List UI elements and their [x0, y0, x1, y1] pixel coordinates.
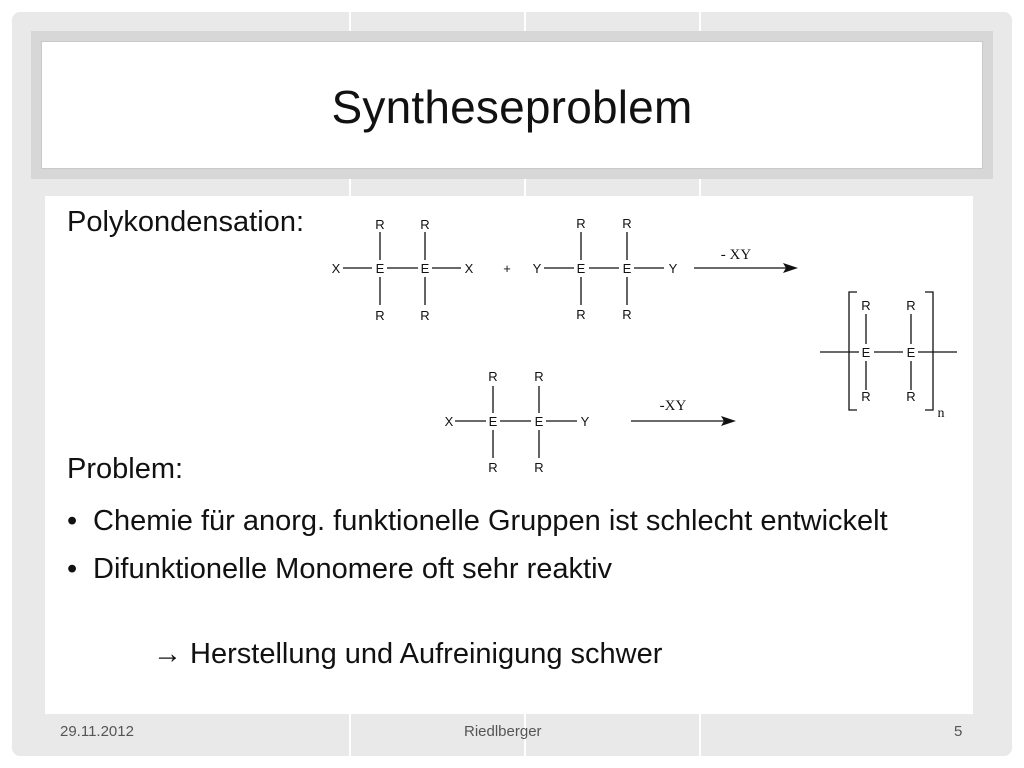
bullet-text: Difunktionelle Monomere oft sehr reaktiv: [93, 553, 613, 585]
arrow-heads: [721, 263, 798, 426]
section-label-polykondensation: Polykondensation:: [67, 206, 304, 238]
atom-r: R: [576, 307, 585, 322]
arrow-label-2: -XY: [660, 398, 687, 414]
atom-r: R: [420, 217, 429, 232]
atom-e: E: [862, 345, 871, 360]
arrow-head: [783, 263, 798, 273]
footer-page-number: 5: [954, 723, 963, 740]
repeat-index: n: [938, 406, 945, 421]
atom-r: R: [534, 460, 543, 475]
bullet-item: • Chemie für anorg. funktionelle Gruppen…: [67, 502, 957, 541]
section-label-problem: Problem:: [67, 453, 184, 485]
reaction-bonds: [343, 232, 957, 458]
bullet-text: Chemie für anorg. funktionelle Gruppen i…: [93, 505, 888, 537]
atom-r: R: [488, 460, 497, 475]
atom-y: Y: [669, 261, 678, 276]
atom-r: R: [622, 307, 631, 322]
atom-r: R: [622, 216, 631, 231]
atom-y: Y: [581, 414, 590, 429]
bullet-dot: •: [67, 505, 78, 537]
atom-e: E: [907, 345, 916, 360]
consequence-line: → Herstellung und Aufreinigung schwer: [153, 638, 663, 670]
bullet-dot: •: [67, 553, 78, 585]
atom-r: R: [488, 369, 497, 384]
atom-r: R: [375, 308, 384, 323]
atom-r: R: [420, 308, 429, 323]
slide-content: Polykondensation: Problem: • Chemie für …: [45, 196, 973, 714]
atom-e: E: [535, 414, 544, 429]
atom-x: X: [465, 261, 474, 276]
atom-r: R: [906, 298, 915, 313]
title-inner: Syntheseproblem: [41, 41, 983, 169]
atom-e: E: [376, 261, 385, 276]
atom-r: R: [861, 389, 870, 404]
title-box: Syntheseproblem: [31, 31, 993, 179]
atom-x: X: [445, 414, 454, 429]
atom-y: Y: [533, 261, 542, 276]
reaction-labels: R R X E E X R R + R R Y E E Y R R R R E …: [332, 216, 916, 475]
atom-r: R: [861, 298, 870, 313]
atom-e: E: [623, 261, 632, 276]
footer-date: 29.11.2012: [60, 723, 134, 740]
atom-r: R: [375, 217, 384, 232]
atom-r: R: [534, 369, 543, 384]
atom-e: E: [577, 261, 586, 276]
atom-x: X: [332, 261, 341, 276]
atom-r: R: [906, 389, 915, 404]
atom-r: R: [576, 216, 585, 231]
atom-e: E: [489, 414, 498, 429]
bullet-list: • Chemie für anorg. funktionelle Gruppen…: [67, 502, 957, 598]
plus-sign: +: [503, 261, 511, 276]
slide-title: Syntheseproblem: [331, 81, 693, 133]
atom-e: E: [421, 261, 430, 276]
arrow-label-1: - XY: [721, 247, 752, 263]
arrow-head: [721, 416, 736, 426]
arrow-labels: - XY -XY n: [660, 247, 945, 421]
footer-author: Riedlberger: [464, 723, 542, 740]
bullet-item: • Difunktionelle Monomere oft sehr reakt…: [67, 550, 957, 589]
